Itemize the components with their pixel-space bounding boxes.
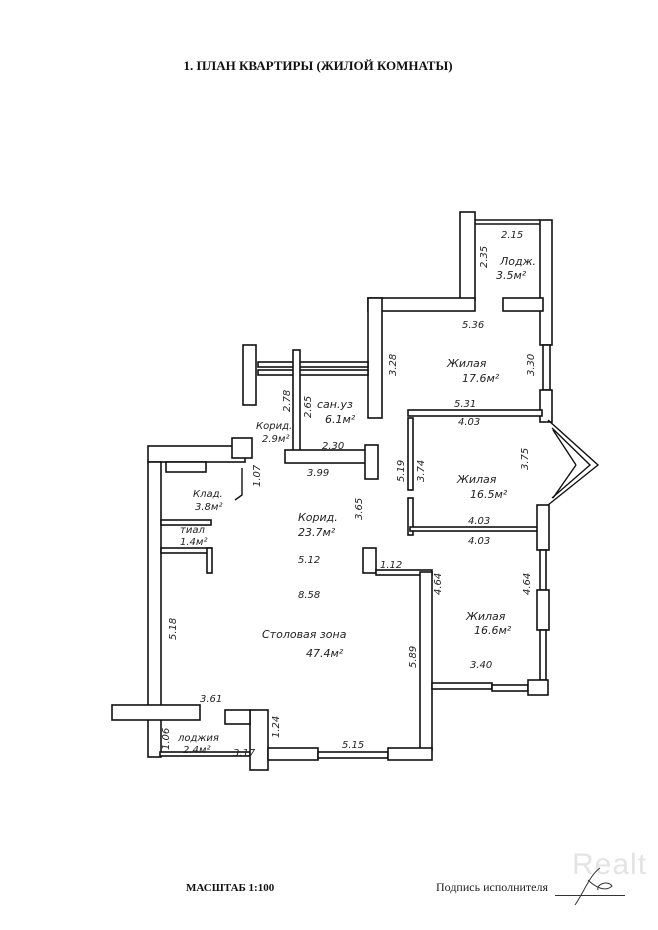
- dimension: 5.31: [454, 399, 476, 410]
- dimension: 3.74: [416, 460, 427, 482]
- dimension: 8.58: [298, 590, 320, 601]
- dimension: 3.61: [200, 694, 222, 705]
- dimension: 4.03: [458, 417, 480, 428]
- room-area: 6.1м²: [325, 413, 356, 426]
- room-name: сан.уз: [317, 398, 353, 411]
- dimension: 5.18: [168, 618, 179, 640]
- dimension: 1.07: [252, 464, 263, 487]
- dimension: 2.65: [303, 396, 314, 418]
- dimension: 5.19: [396, 460, 407, 482]
- room-name: тиал: [180, 525, 205, 536]
- dimension: 3.99: [307, 468, 329, 479]
- dimension: 3.28: [388, 354, 399, 376]
- room-area: 16.5м²: [470, 488, 508, 501]
- dimension: 2.78: [282, 390, 293, 412]
- dimension: 5.36: [462, 320, 484, 331]
- room-name: Жилая: [465, 610, 506, 623]
- dimension: 2.35: [479, 246, 490, 268]
- dimension: 3.40: [470, 660, 492, 671]
- room-area: 2.9м²: [262, 434, 289, 445]
- dimension: 3.65: [354, 498, 365, 520]
- dimension: 4.64: [522, 573, 533, 595]
- room-area: 2.4м²: [183, 745, 210, 756]
- room-name: Жилая: [456, 473, 497, 486]
- dimension: 3.75: [520, 448, 531, 470]
- dimension: 1.12: [380, 560, 402, 571]
- room-area: 16.6м²: [474, 624, 512, 637]
- room-name: Жилая: [446, 357, 487, 370]
- room-area: 47.4м²: [306, 647, 344, 660]
- room-name: Столовая зона: [262, 628, 347, 641]
- room-name: Корид.: [256, 421, 292, 432]
- walls: [111, 211, 600, 771]
- dimension-labels: 2.15 2.35 5.36 3.28 3.30 5.31 4.03 2.78 …: [161, 230, 537, 759]
- room-area: 17.6м²: [462, 372, 500, 385]
- dimension: 5.15: [342, 740, 364, 751]
- room-area: 3.5м²: [496, 269, 527, 282]
- signature-label: Подпись исполнителя: [436, 880, 548, 894]
- dimension: 3.17: [233, 748, 256, 759]
- dimension: 1.24: [271, 716, 282, 738]
- room-labels: Лодж. 3.5м² Жилая 17.6м² сан.уз 6.1м² Ко…: [177, 255, 536, 756]
- dimension: 2.15: [501, 230, 523, 241]
- signature-line: [555, 895, 625, 896]
- room-name: Клад.: [193, 489, 223, 500]
- room-name: лоджия: [177, 733, 219, 744]
- dimension: 5.12: [298, 555, 320, 566]
- dimension: 5.89: [408, 646, 419, 668]
- dimension: 4.03: [468, 516, 490, 527]
- page-title: 1. ПЛАН КВАРТИРЫ (ЖИЛОЙ КОМНАТЫ): [183, 58, 453, 73]
- room-name: Лодж.: [499, 255, 536, 268]
- room-area: 1.4м²: [180, 537, 207, 548]
- dimension: 1.06: [161, 728, 172, 750]
- room-area: 3.8м²: [195, 502, 222, 513]
- dimension: 4.64: [433, 573, 444, 595]
- dimension: 2.30: [322, 441, 344, 452]
- watermark-logo: R​e​a​l​t: [572, 848, 648, 881]
- room-area: 23.7м²: [298, 526, 336, 539]
- room-name: Корид.: [298, 511, 338, 524]
- dimension: 3.30: [526, 354, 537, 376]
- scale-label: МАСШТАБ 1:100: [186, 882, 275, 894]
- dimension: 4.03: [468, 536, 490, 547]
